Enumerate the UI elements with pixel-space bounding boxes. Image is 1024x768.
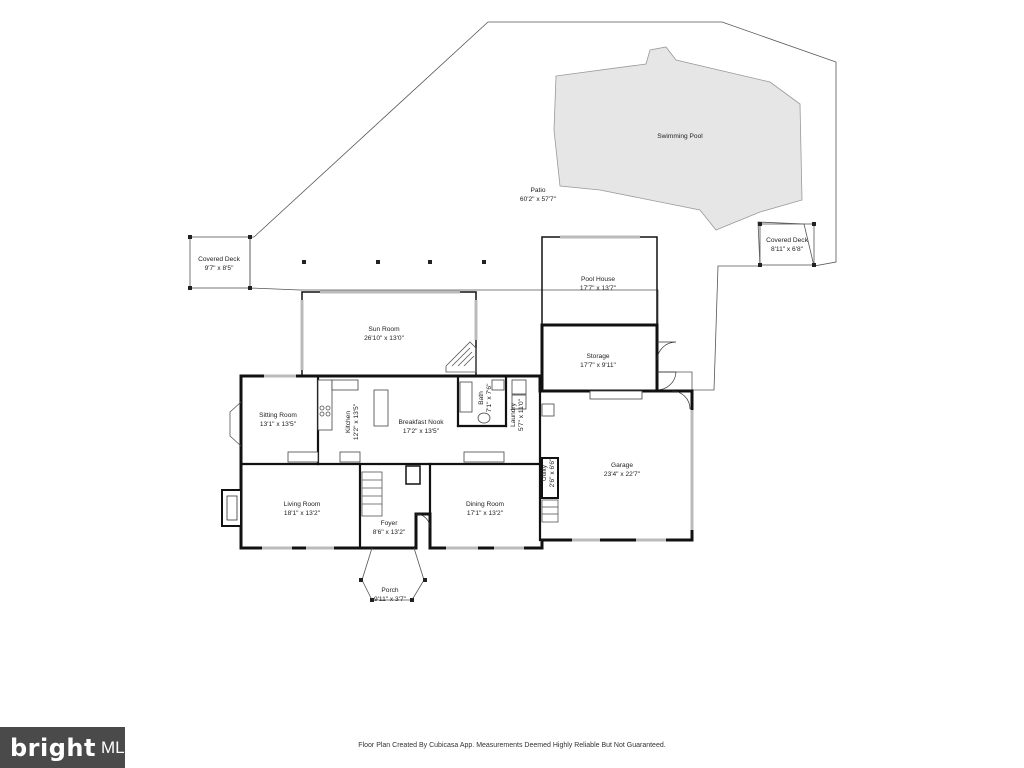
covered-deck-right-posts: [758, 222, 816, 267]
pool-house-dims: 17'7" x 13'7": [580, 285, 617, 292]
stove: [319, 405, 331, 417]
dining-room-dims: 17'1" x 13'2": [467, 510, 504, 517]
covered-deck-right-name: Covered Deck: [766, 237, 808, 244]
garage-dims: 23'4" x 22'7": [604, 471, 641, 478]
storage-dims: 17'7" x 9'11": [580, 362, 616, 369]
swimming-pool: [553, 46, 803, 231]
bath-dims: 7'1" x 7'6": [486, 383, 493, 412]
sitting-room-name: Sitting Room: [259, 412, 297, 419]
garage-name: Garage: [611, 462, 633, 469]
storage-name: Storage: [586, 353, 609, 360]
foyer-dims: 8'6" x 13'2": [373, 529, 406, 536]
foyer-name: Foyer: [381, 520, 399, 527]
porch-dims: 9'11" x 3'7": [374, 596, 407, 603]
laundry-dims: 5'7" x 11'0": [518, 398, 525, 431]
logo-suffix: MLS: [100, 737, 136, 757]
room-labels: Swimming Pool Patio 60'2" x 57'7" Covere…: [198, 133, 808, 603]
porch-outline: [361, 547, 425, 601]
sun-room-stairs: [445, 341, 477, 373]
logo-wordmark: bright: [10, 733, 96, 762]
living-room-dims: 18'1" x 13'2": [284, 510, 321, 517]
house-windows: [262, 374, 666, 550]
kitchen-dims: 12'2" x 13'5": [353, 403, 360, 440]
breakfast-nook-name: Breakfast Nook: [398, 419, 444, 426]
kitchen-name: Kitchen: [345, 411, 352, 433]
storage-door-2: [656, 371, 677, 391]
foyer-closet-door: [415, 513, 431, 529]
kitchen-counters: [287, 379, 505, 463]
covered-deck-left-posts: [188, 235, 252, 290]
covered-deck-left-dims: 9'7" x 8'5": [205, 265, 234, 272]
garage-side-door: [671, 390, 691, 410]
patio-outline: [249, 21, 837, 391]
porch-name: Porch: [381, 587, 399, 594]
covered-deck-left-name: Covered Deck: [198, 256, 240, 263]
sun-room-dims: 26'10" x 13'0": [364, 335, 404, 342]
bath-name: Bath: [478, 391, 485, 405]
sun-room-walls: [301, 291, 477, 377]
breakfast-nook-dims: 17'2" x 13'5": [403, 428, 440, 435]
porch-posts: [359, 578, 427, 602]
covered-deck-left: [189, 236, 251, 289]
patio-posts: [302, 260, 486, 264]
garage-steps: [541, 499, 559, 523]
sitting-room-bay: [229, 401, 242, 447]
garage-shelf: [589, 390, 643, 400]
utility-closet: [541, 457, 559, 499]
pool-house-name: Pool House: [581, 276, 615, 283]
covered-deck-right: [759, 223, 815, 266]
laundry-fixtures: [511, 379, 555, 417]
patio-dims: 60'2" x 57'7": [520, 196, 557, 203]
utility-name: Utility: [541, 464, 548, 481]
dining-room-name: Dining Room: [466, 501, 505, 508]
laundry-name: Laundry: [510, 402, 517, 427]
bright-mls-logo: bright MLS: [0, 727, 136, 768]
utility-dims: 2'6" x 6'6": [549, 458, 556, 487]
covered-deck-right-dims: 8'11" x 6'8": [771, 246, 804, 253]
sitting-room-dims: 13'1" x 13'5": [260, 421, 297, 428]
swimming-pool-name: Swimming Pool: [657, 133, 703, 140]
foyer-stairs: [361, 465, 421, 517]
patio-name: Patio: [530, 187, 545, 194]
house-outer-walls: [239, 374, 694, 550]
storage-door: [656, 341, 677, 361]
floor-plan-disclaimer: Floor Plan Created By Cubicasa App. Meas…: [358, 742, 666, 749]
bath-fixtures: [459, 379, 505, 424]
living-room-name: Living Room: [284, 501, 321, 508]
fireplace-hearth: [226, 495, 238, 521]
sun-room-name: Sun Room: [368, 326, 400, 333]
